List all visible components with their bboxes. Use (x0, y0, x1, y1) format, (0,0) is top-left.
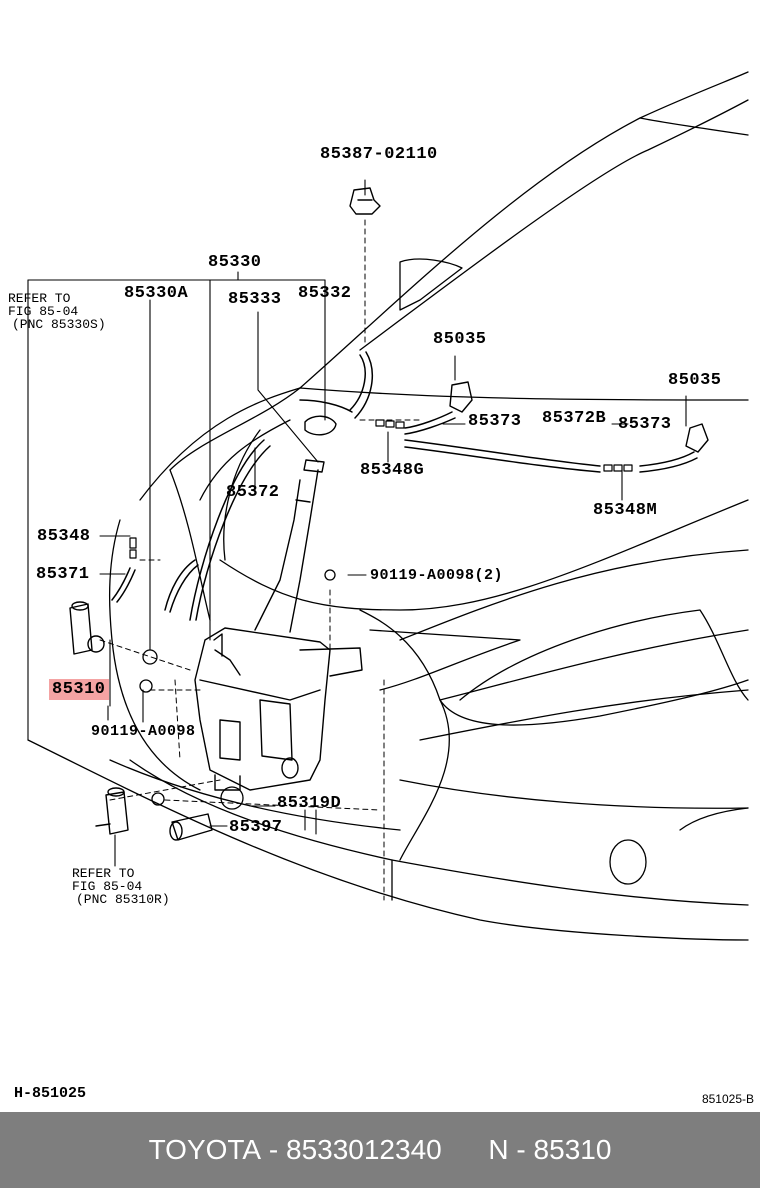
label-90119-A0098: 90119-A0098 (91, 723, 196, 740)
refer-note-top-line2: FIG 85-04 (8, 304, 79, 319)
figure-code-right: 851025-B (701, 1092, 754, 1106)
footer-sep2: - (508, 1134, 534, 1165)
footer-bar: TOYOTA - 8533012340 N - 85310 (0, 1112, 760, 1188)
label-85332: 85332 (298, 284, 352, 303)
label-85371: 85371 (36, 565, 90, 584)
label-85397: 85397 (229, 818, 283, 837)
refer-note-bottom-line3: (PNC 85310R) (76, 892, 170, 907)
washer-tank (194, 627, 363, 791)
label-85373-right: 85373 (618, 415, 672, 434)
refer-note-bottom-line2: FIG 85-04 (72, 879, 143, 894)
refer-note-top-line1: REFER TO (8, 291, 71, 306)
label-85035-left: 85035 (433, 330, 487, 349)
figure-code-left: H-851025 (14, 1085, 87, 1102)
label-85348M: 85348M (593, 501, 658, 520)
label-85035-right: 85035 (668, 371, 722, 390)
label-85348G: 85348G (360, 461, 425, 480)
label-85373-left: 85373 (468, 412, 522, 431)
refer-note-bottom: REFER TO FIG 85-04 (PNC 85310R) (72, 867, 170, 906)
footer-sep1: - (261, 1134, 286, 1165)
grommets (139, 569, 336, 810)
leader-lines (27, 179, 687, 867)
washer-pump (69, 601, 213, 841)
washer-nozzles (304, 187, 709, 453)
refer-note-top: REFER TO FIG 85-04 (PNC 85330S) (8, 292, 106, 331)
footer-part-number: 8533012340 (286, 1134, 442, 1165)
fender-outline (27, 387, 749, 941)
washer-hoses (111, 351, 698, 621)
footer-gap (442, 1134, 489, 1166)
refer-note-top-line3: (PNC 85330S) (12, 317, 106, 332)
footer-pnc: 85310 (533, 1134, 612, 1165)
label-85333: 85333 (228, 290, 282, 309)
label-85330: 85330 (208, 253, 262, 272)
label-85310-highlighted: 85310 (49, 679, 109, 700)
dashed-guides (99, 219, 421, 901)
label-85330A: 85330A (124, 284, 189, 303)
parts-diagram (27, 71, 749, 941)
footer-n-prefix: N (488, 1134, 509, 1165)
footer-brand: TOYOTA (148, 1134, 262, 1165)
refer-note-bottom-line1: REFER TO (72, 866, 135, 881)
label-85348: 85348 (37, 527, 91, 546)
label-85387-02110: 85387-02110 (320, 145, 438, 164)
filler-neck (254, 459, 325, 633)
label-85372B: 85372B (542, 409, 607, 428)
label-90119-A0098-2: 90119-A0098(2) (370, 567, 504, 584)
hose-connectors (129, 419, 633, 559)
hood-outline (299, 71, 749, 401)
label-85319D: 85319D (277, 794, 342, 813)
label-85372: 85372 (226, 483, 280, 502)
